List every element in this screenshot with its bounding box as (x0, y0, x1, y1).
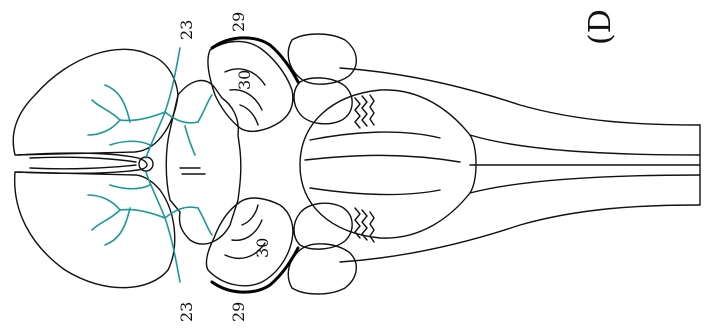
upper-small-lobe (288, 34, 356, 84)
label-bottom-23: 23 (177, 302, 196, 322)
label-bottom-29: 29 (229, 302, 248, 322)
lower-small-lobe-2 (294, 203, 352, 249)
panel-label: (D (583, 9, 618, 45)
upper-constriction (355, 98, 360, 128)
spinal-cord (340, 68, 700, 125)
optic-lobe-bottom (206, 198, 292, 286)
lower-small-lobe (288, 244, 356, 294)
cerebellum (300, 90, 476, 238)
label-top-29: 29 (229, 12, 248, 32)
label-top-30: 30 (235, 70, 254, 90)
label-top-23: 23 (177, 20, 196, 40)
olfactory-tract (18, 153, 147, 173)
left-hemisphere-lower (15, 172, 175, 288)
pituitary (139, 157, 153, 171)
blood-vessels (88, 48, 212, 282)
label-bottom-30: 30 (253, 238, 272, 258)
